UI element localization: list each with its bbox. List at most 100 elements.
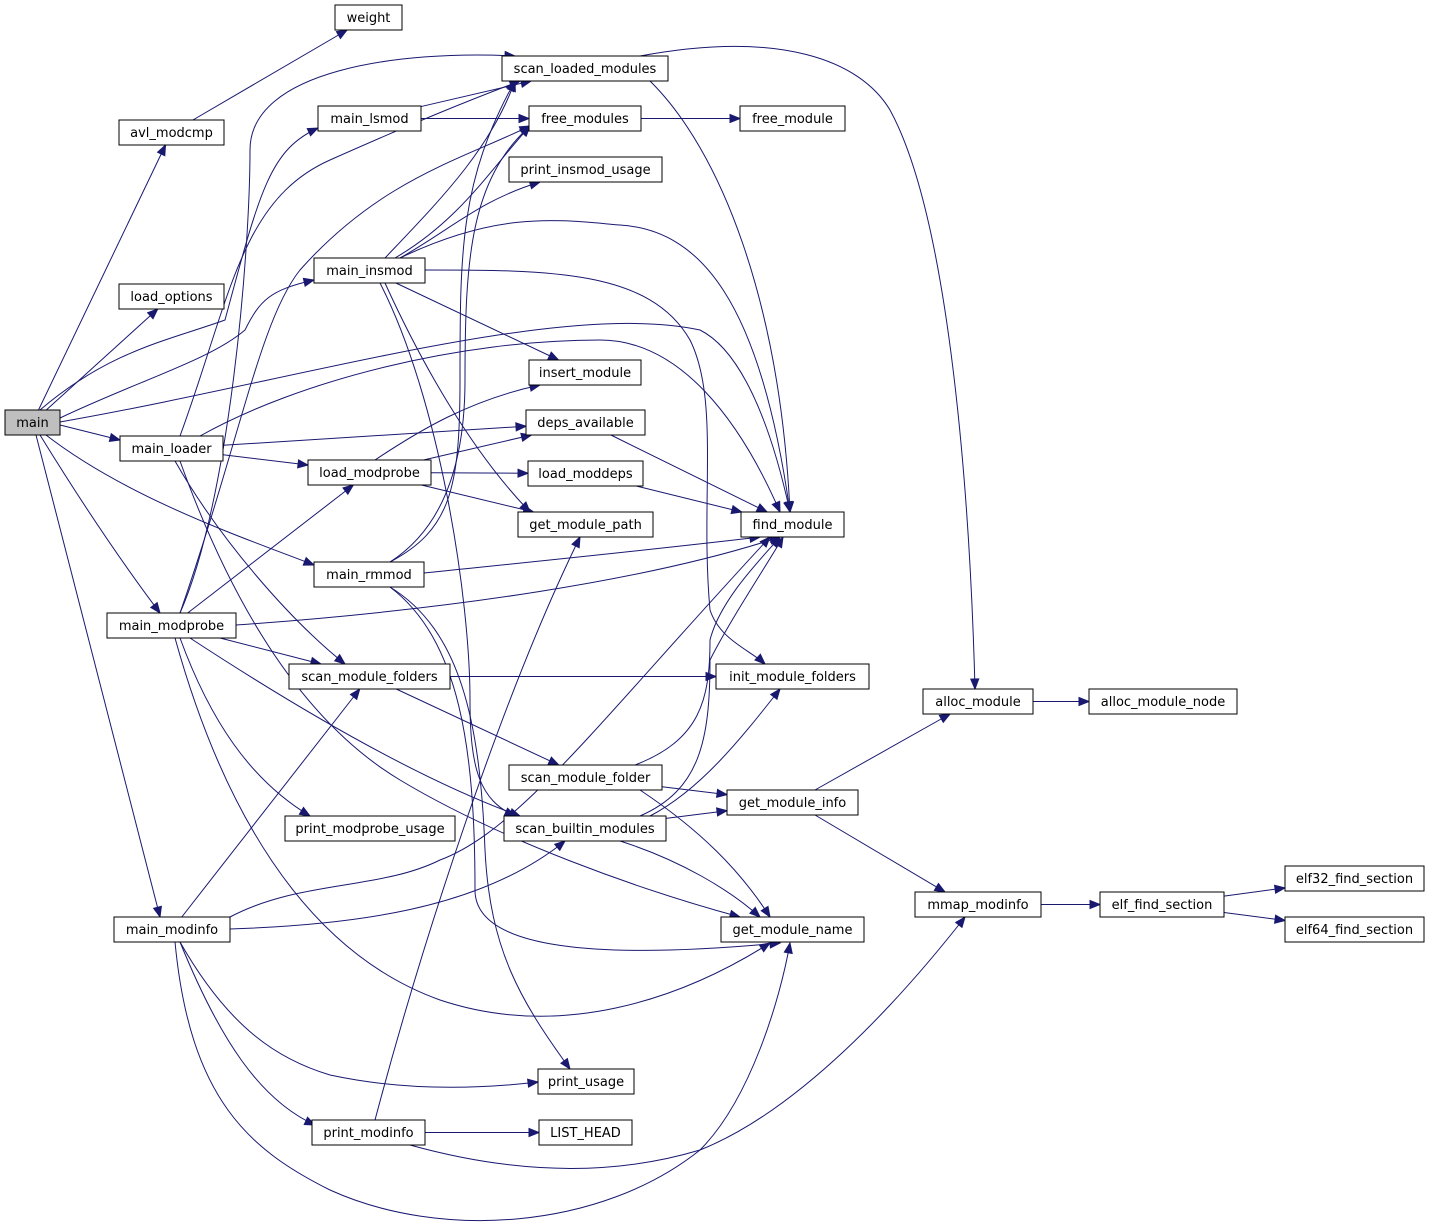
node-main_loader[interactable]: main_loader [119, 435, 224, 462]
node-weight[interactable]: weight [334, 4, 403, 31]
node-free_modules[interactable]: free_modules [528, 105, 642, 132]
node-main[interactable]: main [4, 409, 61, 436]
edge-line [409, 916, 966, 1169]
edge-mmap_modinfo-to-elf_find_section [1041, 899, 1102, 910]
node-elf32_find_section[interactable]: elf32_find_section [1284, 865, 1425, 892]
node-load_modprobe[interactable]: load_modprobe [307, 459, 432, 486]
arrowhead [754, 653, 766, 665]
node-load_options[interactable]: load_options [118, 283, 225, 310]
node-alloc_module_node[interactable]: alloc_module_node [1088, 688, 1238, 715]
node-box [508, 156, 663, 183]
edge-line [179, 941, 316, 1126]
node-elf_find_section[interactable]: elf_find_section [1099, 891, 1225, 918]
edge-main-to-main_modprobe [39, 434, 161, 615]
node-box [1088, 688, 1238, 715]
edge-line [649, 688, 781, 817]
arrowhead [769, 687, 781, 701]
edge-scan_module_folder-to-get_module_info [661, 786, 729, 799]
node-box [334, 4, 403, 31]
node-main_rmmod[interactable]: main_rmmod [313, 561, 425, 588]
edge-main_rmmod-to-print_usage [389, 586, 571, 1071]
node-mmap_modinfo[interactable]: mmap_modinfo [914, 891, 1042, 918]
arrowhead [1089, 899, 1102, 910]
arrowhead [349, 687, 361, 701]
node-label: scan_loaded_modules [514, 62, 657, 77]
edge-main_modprobe-to-get_module_name [174, 637, 772, 1017]
node-scan_loaded_modules[interactable]: scan_loaded_modules [501, 55, 669, 82]
node-label: get_module_path [529, 518, 642, 533]
node-free_module[interactable]: free_module [739, 105, 846, 132]
node-label: free_modules [541, 112, 629, 127]
arrowhead [571, 535, 581, 549]
node-load_moddeps[interactable]: load_moddeps [527, 460, 644, 487]
node-label: free_module [752, 112, 833, 127]
edge-main-to-main_loader [59, 424, 122, 443]
node-insert_module[interactable]: insert_module [528, 359, 642, 386]
node-avl_modcmp[interactable]: avl_modcmp [118, 119, 225, 146]
edge-line [179, 54, 516, 614]
node-label: main_loader [131, 442, 212, 457]
node-box [528, 359, 642, 386]
node-box [715, 663, 870, 690]
node-find_module[interactable]: find_module [740, 511, 845, 538]
node-scan_module_folders[interactable]: scan_module_folders [288, 663, 451, 690]
node-main_lsmod[interactable]: main_lsmod [317, 105, 422, 132]
edge-line [384, 80, 516, 259]
node-LIST_HEAD[interactable]: LIST_HEAD [538, 1119, 633, 1146]
arrowhead [302, 556, 316, 566]
node-label: main_rmmod [326, 568, 412, 583]
node-label: main_lsmod [330, 112, 408, 127]
node-get_module_name[interactable]: get_module_name [720, 916, 865, 943]
edge-line [222, 425, 527, 446]
edge-scan_builtin_modules-to-get_module_name [619, 840, 762, 918]
node-box [508, 764, 663, 791]
arrowhead [152, 905, 162, 919]
edge-main-to-main_rmmod [45, 434, 316, 566]
edge-line [814, 713, 951, 791]
edge-line [229, 840, 566, 930]
node-box [313, 561, 425, 588]
node-box [537, 1068, 635, 1095]
edge-main-to-avl_modcmp [38, 143, 167, 411]
edge-main_rmmod-to-free_modules [389, 125, 532, 563]
node-box [922, 688, 1034, 715]
node-alloc_module[interactable]: alloc_module [922, 688, 1034, 715]
node-elf64_find_section[interactable]: elf64_find_section [1284, 916, 1425, 943]
node-deps_available[interactable]: deps_available [525, 409, 646, 436]
edge-main_modprobe-to-print_modprobe_usage [179, 637, 312, 817]
edge-line [189, 637, 521, 817]
node-scan_module_folder[interactable]: scan_module_folder [508, 764, 663, 791]
node-main_modinfo[interactable]: main_modinfo [113, 916, 231, 943]
node-box [307, 459, 432, 486]
arrowhead [342, 484, 355, 496]
node-label: print_modinfo [323, 1126, 413, 1141]
edge-main-to-load_options [45, 308, 159, 411]
node-init_module_folders[interactable]: init_module_folders [715, 663, 870, 690]
node-print_insmod_usage[interactable]: print_insmod_usage [508, 156, 663, 183]
node-print_usage[interactable]: print_usage [537, 1068, 635, 1095]
node-main_modprobe[interactable]: main_modprobe [106, 612, 237, 639]
edge-line [59, 322, 791, 513]
edge-line [619, 840, 761, 918]
node-scan_builtin_modules[interactable]: scan_builtin_modules [503, 815, 667, 842]
edge-line [38, 144, 166, 411]
node-print_modprobe_usage[interactable]: print_modprobe_usage [284, 815, 456, 842]
arrowhead [518, 113, 531, 124]
node-label: print_usage [548, 1075, 624, 1090]
edge-line [222, 454, 309, 466]
node-label: avl_modcmp [130, 126, 213, 141]
node-print_modinfo[interactable]: print_modinfo [311, 1119, 426, 1146]
edge-line [179, 941, 539, 1088]
node-label: init_module_folders [729, 670, 856, 685]
edge-print_modinfo-to-LIST_HEAD [425, 1127, 541, 1138]
edge-line [423, 434, 532, 461]
node-main_insmod[interactable]: main_insmod [313, 257, 426, 284]
edge-main_rmmod-to-find_module [423, 533, 762, 574]
edge-main_modprobe-to-free_modules [179, 125, 532, 614]
edge-line [181, 688, 361, 918]
node-get_module_info[interactable]: get_module_info [726, 789, 859, 816]
node-label: alloc_module [935, 695, 1021, 710]
node-box [739, 105, 846, 132]
edge-line [424, 269, 766, 665]
node-get_module_path[interactable]: get_module_path [517, 511, 654, 538]
